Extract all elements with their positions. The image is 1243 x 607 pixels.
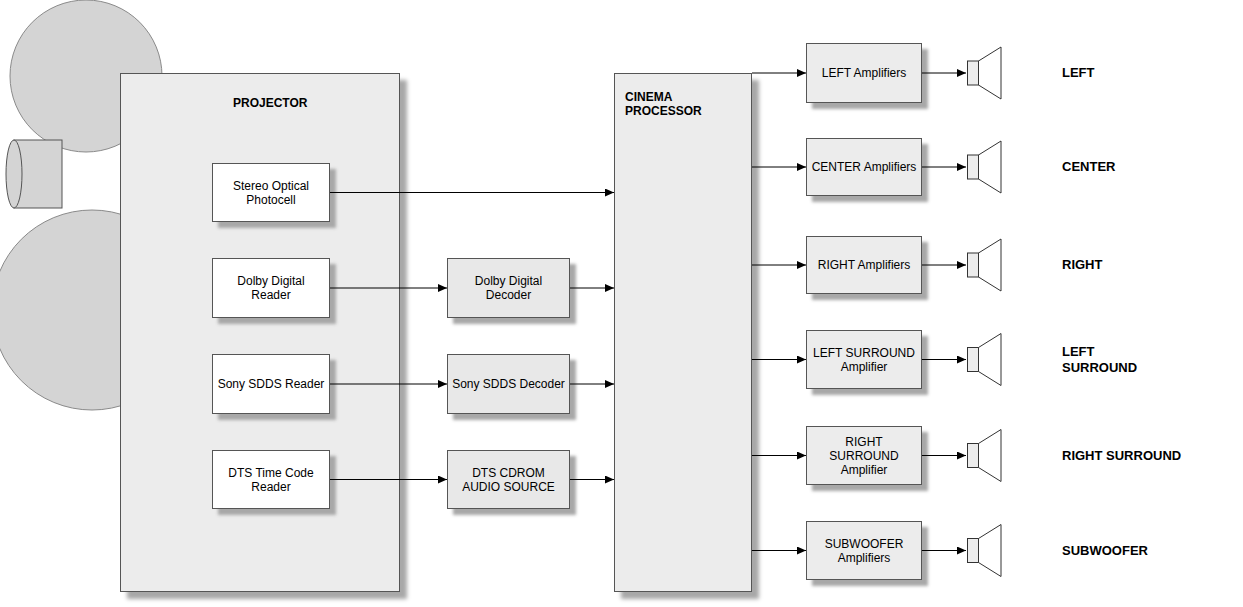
block-heading: CINEMA PROCESSOR <box>621 88 709 120</box>
process-box: LEFT Amplifiers <box>806 43 922 103</box>
box-label: DTS Time Code Reader <box>213 464 329 496</box>
signal-arrow <box>570 288 614 289</box>
box-label: DTS CDROM AUDIO SOURCE <box>448 464 569 496</box>
signal-arrow <box>330 192 614 193</box>
projector-lens <box>6 140 62 208</box>
signal-arrow <box>922 359 966 360</box>
projector-housing: PROJECTOR Stereo Optical PhotocellDolby D… <box>120 73 400 592</box>
signal-arrow <box>570 384 614 385</box>
signal-arrow <box>752 265 806 266</box>
channel-label: RIGHT SURROUND <box>1062 448 1212 464</box>
process-box: LEFT SURROUND Amplifier <box>806 330 922 389</box>
signal-arrow <box>922 167 966 168</box>
box-label: SUBWOOFER Amplifiers <box>807 535 921 567</box>
speaker: RIGHT <box>966 236 1216 294</box>
process-box: DTS CDROM AUDIO SOURCE <box>447 450 570 509</box>
signal-arrow <box>922 455 966 456</box>
signal-arrow <box>752 167 806 168</box>
box-label: Dolby Digital Reader <box>213 272 329 304</box>
speaker: LEFT <box>966 43 1216 103</box>
signal-arrow <box>752 359 806 360</box>
speaker-symbol <box>966 521 1006 580</box>
block-heading: PROJECTOR <box>229 94 311 112</box>
process-box: RIGHT Amplifiers <box>806 236 922 294</box>
box-label: Dolby Digital Decoder <box>448 272 569 304</box>
speaker: RIGHT SURROUND <box>966 426 1216 485</box>
signal-arrow <box>752 73 806 74</box>
speaker: CENTER <box>966 138 1216 196</box>
channel-label: SUBWOOFER <box>1062 543 1212 559</box>
signal-arrow <box>752 550 806 551</box>
process-box: Dolby Digital Decoder <box>447 258 570 318</box>
speaker-symbol <box>966 43 1006 103</box>
process-box: DTS Time Code Reader <box>212 450 330 509</box>
box-label: LEFT Amplifiers <box>818 64 910 82</box>
box-label: CENTER Amplifiers <box>808 158 921 176</box>
processor-box: CINEMA PROCESSOR <box>614 73 752 592</box>
box-label: Sony SDDS Reader <box>214 375 329 393</box>
speaker-symbol <box>966 426 1006 485</box>
speaker-symbol <box>966 236 1006 294</box>
speaker-symbol <box>966 138 1006 196</box>
box-label: RIGHT SURROUND Amplifier <box>807 433 921 479</box>
signal-arrow <box>922 265 966 266</box>
channel-label: RIGHT <box>1062 257 1212 273</box>
signal-arrow <box>922 73 966 74</box>
signal-arrow <box>752 455 806 456</box>
process-box: Sony SDDS Decoder <box>447 354 570 414</box>
signal-arrow <box>330 479 447 480</box>
process-box: CENTER Amplifiers <box>806 138 922 196</box>
channel-label: LEFT <box>1062 65 1212 81</box>
box-label: RIGHT Amplifiers <box>814 256 914 274</box>
box-label: LEFT SURROUND Amplifier <box>807 344 921 376</box>
signal-arrow <box>330 288 447 289</box>
process-box: Stereo Optical Photocell <box>212 163 330 222</box>
speaker-symbol <box>966 330 1006 389</box>
process-box: Sony SDDS Reader <box>212 354 330 414</box>
channel-label: CENTER <box>1062 159 1212 175</box>
speaker: SUBWOOFER <box>966 521 1216 580</box>
process-box: Dolby Digital Reader <box>212 258 330 318</box>
box-label: Stereo Optical Photocell <box>213 177 329 209</box>
process-box: RIGHT SURROUND Amplifier <box>806 426 922 485</box>
channel-label: LEFT SURROUND <box>1062 344 1152 376</box>
signal-arrow <box>330 384 447 385</box>
speaker: LEFT SURROUND <box>966 330 1216 389</box>
box-label: Sony SDDS Decoder <box>448 375 569 393</box>
process-box: SUBWOOFER Amplifiers <box>806 521 922 580</box>
signal-arrow <box>570 479 614 480</box>
signal-arrow <box>922 550 966 551</box>
